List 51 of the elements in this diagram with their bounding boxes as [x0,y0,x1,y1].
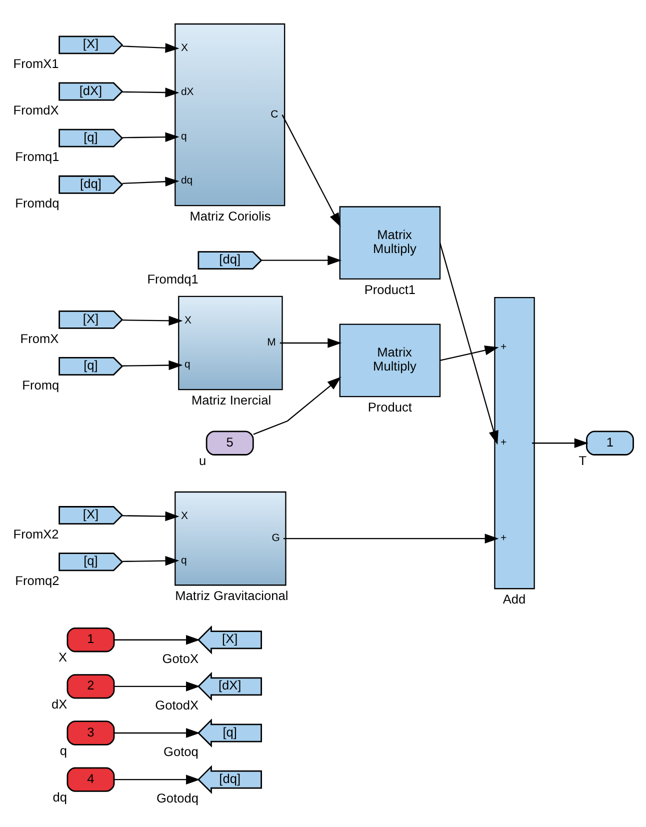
arrow [283,533,499,543]
arrow [122,176,180,186]
arrow [122,510,180,521]
node-label: Fromq2 [15,572,60,588]
node-label: Matriz Inercial [191,392,272,407]
node-label: FromX1 [13,55,59,70]
arrow [114,681,200,691]
node-label: GotodX [155,696,199,712]
arrow [282,114,341,226]
node-label: Fromdq [15,195,60,210]
arrow [261,254,342,265]
arrow [280,338,342,348]
arrow [122,87,180,97]
node-box: 4 [66,766,115,792]
node-label: Fromq1 [15,148,60,164]
node-label: Product1 [364,281,416,296]
node-label: FromX2 [13,526,59,541]
arrow [122,360,183,370]
node-box: 1 [66,627,115,652]
node-label: X [58,649,68,664]
node-label: u [198,452,206,468]
node-label: FromdX [13,102,59,118]
arrow [439,242,498,444]
arrow [114,774,200,784]
node-label: Fromq [22,376,60,392]
arrow [114,728,200,738]
node-label: Add [502,591,526,606]
node-label: GotoX [162,650,199,666]
arrow [440,345,499,361]
node-label: Matriz Coriolis [190,208,271,224]
node-label: Product [368,398,412,414]
arrow [114,634,200,644]
node-label: dX [51,696,68,711]
arrow [122,42,180,52]
arrow [532,438,588,448]
arrow [122,555,180,566]
node-box: 1 [586,430,634,455]
arrow [253,376,342,434]
node-label: FromX [20,330,59,346]
arrow [122,132,180,142]
node-label: Gotoq [164,744,198,759]
node-label: dq [52,788,68,804]
node-label: q [60,742,67,758]
node-label: Matriz Gravitacional [175,588,288,603]
node-label: T [578,452,587,468]
node-box: 2 [66,674,115,698]
node-label: Gotodq [156,790,198,806]
arrow [122,315,183,326]
node-label: Fromdq1 [147,270,198,286]
node-box: 5 [206,430,254,455]
node-box: 3 [66,720,115,745]
